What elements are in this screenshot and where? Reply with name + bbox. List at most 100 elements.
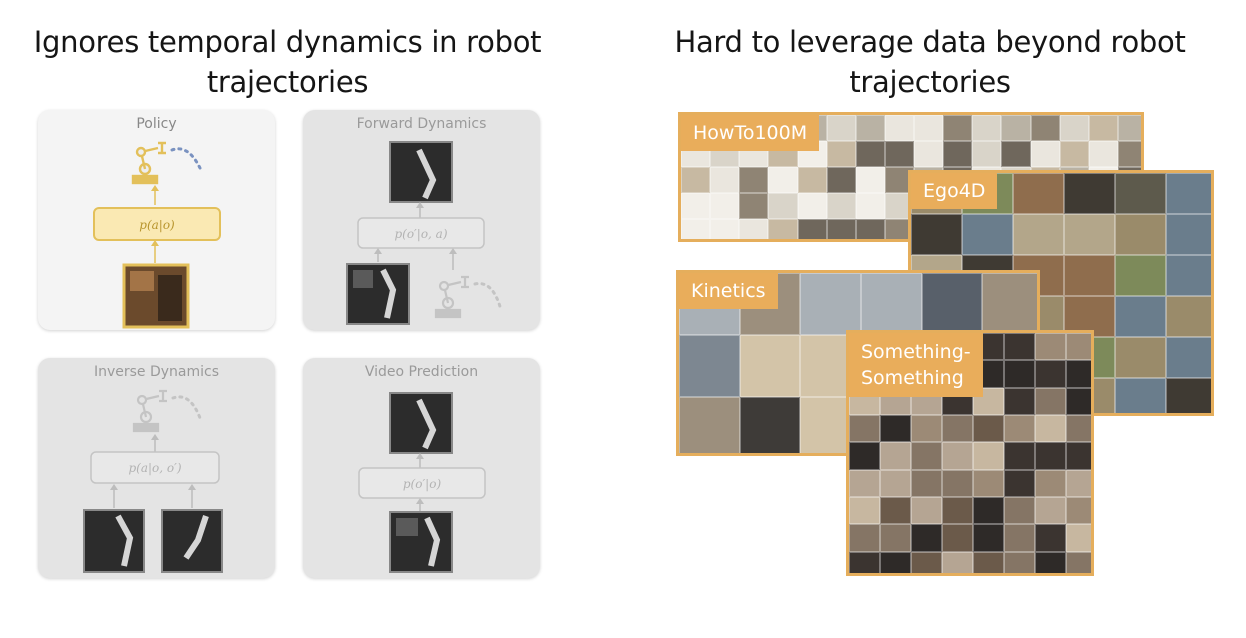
thumbnail [826, 115, 856, 141]
thumbnail [797, 167, 827, 193]
thumbnail [973, 497, 1004, 525]
inverse-dynamics-formula: p(a|o, o′) [128, 461, 181, 475]
thumbnail [942, 551, 973, 573]
thumbnail [982, 273, 1037, 335]
thumbnail [797, 193, 827, 219]
thumbnail [1115, 173, 1166, 214]
panel-title-forward-dynamics: Forward Dynamics [356, 116, 487, 132]
thumbnail [1088, 141, 1118, 167]
thumbnail [739, 335, 801, 397]
thumbnail [911, 497, 942, 525]
thumbnail [681, 219, 711, 239]
thumbnail [1066, 497, 1091, 525]
thumbnail [1004, 551, 1035, 573]
thumbnail [1066, 442, 1091, 470]
thumbnail [1059, 115, 1089, 141]
howto100m-label: HowTo100M [681, 115, 820, 151]
thumbnail [768, 219, 798, 239]
thumbnail [1030, 141, 1060, 167]
thumbnail [1035, 415, 1066, 443]
thumbnail [849, 524, 880, 552]
thumbnail [914, 141, 944, 167]
right-heading: Hard to leverage data beyond robot traje… [674, 25, 1186, 99]
robot-arm-icon [131, 141, 166, 185]
thumbnail [826, 193, 856, 219]
forward-dynamics-diagram: p(o′|o, a) [346, 141, 503, 325]
thumbnail [681, 167, 711, 193]
thumbnail [1064, 173, 1115, 214]
thumbnail [884, 141, 914, 167]
video-prediction-formula: p(o′|o) [403, 477, 442, 491]
thumbnail [826, 141, 856, 167]
thumbnail [911, 214, 962, 255]
policy-diagram: p(a|o) [93, 141, 221, 329]
thumbnail [855, 193, 885, 219]
thumbnail [1013, 214, 1064, 255]
thumbnail [855, 167, 885, 193]
forward-dynamics-panel: Forward Dynamics p(o′|o, a) [303, 110, 540, 330]
robot-camera-frame-icon [161, 509, 223, 573]
thumbnail [1066, 333, 1091, 361]
robot-arm-icon [434, 275, 469, 319]
thumbnail [1166, 378, 1211, 413]
something-something-label: Something- Something [849, 333, 983, 397]
thumbnail [972, 141, 1002, 167]
thumbnail [880, 469, 911, 497]
thumbnail [861, 273, 922, 335]
thumbnail [1030, 115, 1060, 141]
video-prediction-diagram: p(o′|o) [358, 392, 486, 573]
robot-camera-frame-icon [83, 509, 145, 573]
thumbnail [1064, 255, 1115, 296]
thumbnail [1066, 415, 1091, 443]
thumbnail [973, 469, 1004, 497]
thumbnail [911, 442, 942, 470]
thumbnail [962, 214, 1013, 255]
thumbnail [849, 469, 880, 497]
thumbnail [768, 167, 798, 193]
thumbnail [1066, 360, 1091, 388]
thumbnail [1035, 360, 1066, 388]
thumbnail [880, 524, 911, 552]
robot-camera-frame-icon [389, 141, 453, 203]
thumbnail [739, 167, 769, 193]
thumbnail [1066, 469, 1091, 497]
thumbnail [1115, 214, 1166, 255]
thumbnail [1166, 337, 1211, 378]
thumbnail [855, 141, 885, 167]
thumbnail [797, 219, 827, 239]
thumbnail [1004, 360, 1035, 388]
thumbnail [768, 193, 798, 219]
thumbnail [880, 551, 911, 573]
thumbnail [1117, 141, 1141, 167]
thumbnail [1001, 141, 1031, 167]
thumbnail [1004, 387, 1035, 415]
thumbnail [1115, 378, 1166, 413]
thumbnail [942, 497, 973, 525]
thumbnail [884, 115, 914, 141]
thumbnail [849, 415, 880, 443]
robot-camera-frame-icon [389, 392, 453, 454]
video-prediction-panel: Video Prediction p(o′|o) [303, 358, 540, 578]
thumbnail [973, 524, 1004, 552]
thumbnail [1066, 551, 1091, 573]
thumbnail [679, 335, 740, 397]
thumbnail [1004, 524, 1035, 552]
thumbnail [739, 397, 801, 453]
thumbnail [849, 551, 880, 573]
policy-panel: Policy p(a|o) [38, 110, 275, 330]
thumbnail [710, 219, 740, 239]
robot-arm-icon [132, 389, 167, 433]
thumbnail [1066, 387, 1091, 415]
thumbnail [739, 193, 769, 219]
thumbnail [681, 193, 711, 219]
thumbnail [880, 497, 911, 525]
thumbnail [1166, 214, 1211, 255]
thumbnail [1166, 296, 1211, 337]
thumbnail [855, 219, 885, 239]
thumbnail [1035, 469, 1066, 497]
panel-title-inverse-dynamics: Inverse Dynamics [93, 364, 220, 380]
thumbnail [1035, 497, 1066, 525]
thumbnail [973, 442, 1004, 470]
thumbnail [849, 497, 880, 525]
something-something-mosaic: Something- Something [846, 330, 1094, 576]
